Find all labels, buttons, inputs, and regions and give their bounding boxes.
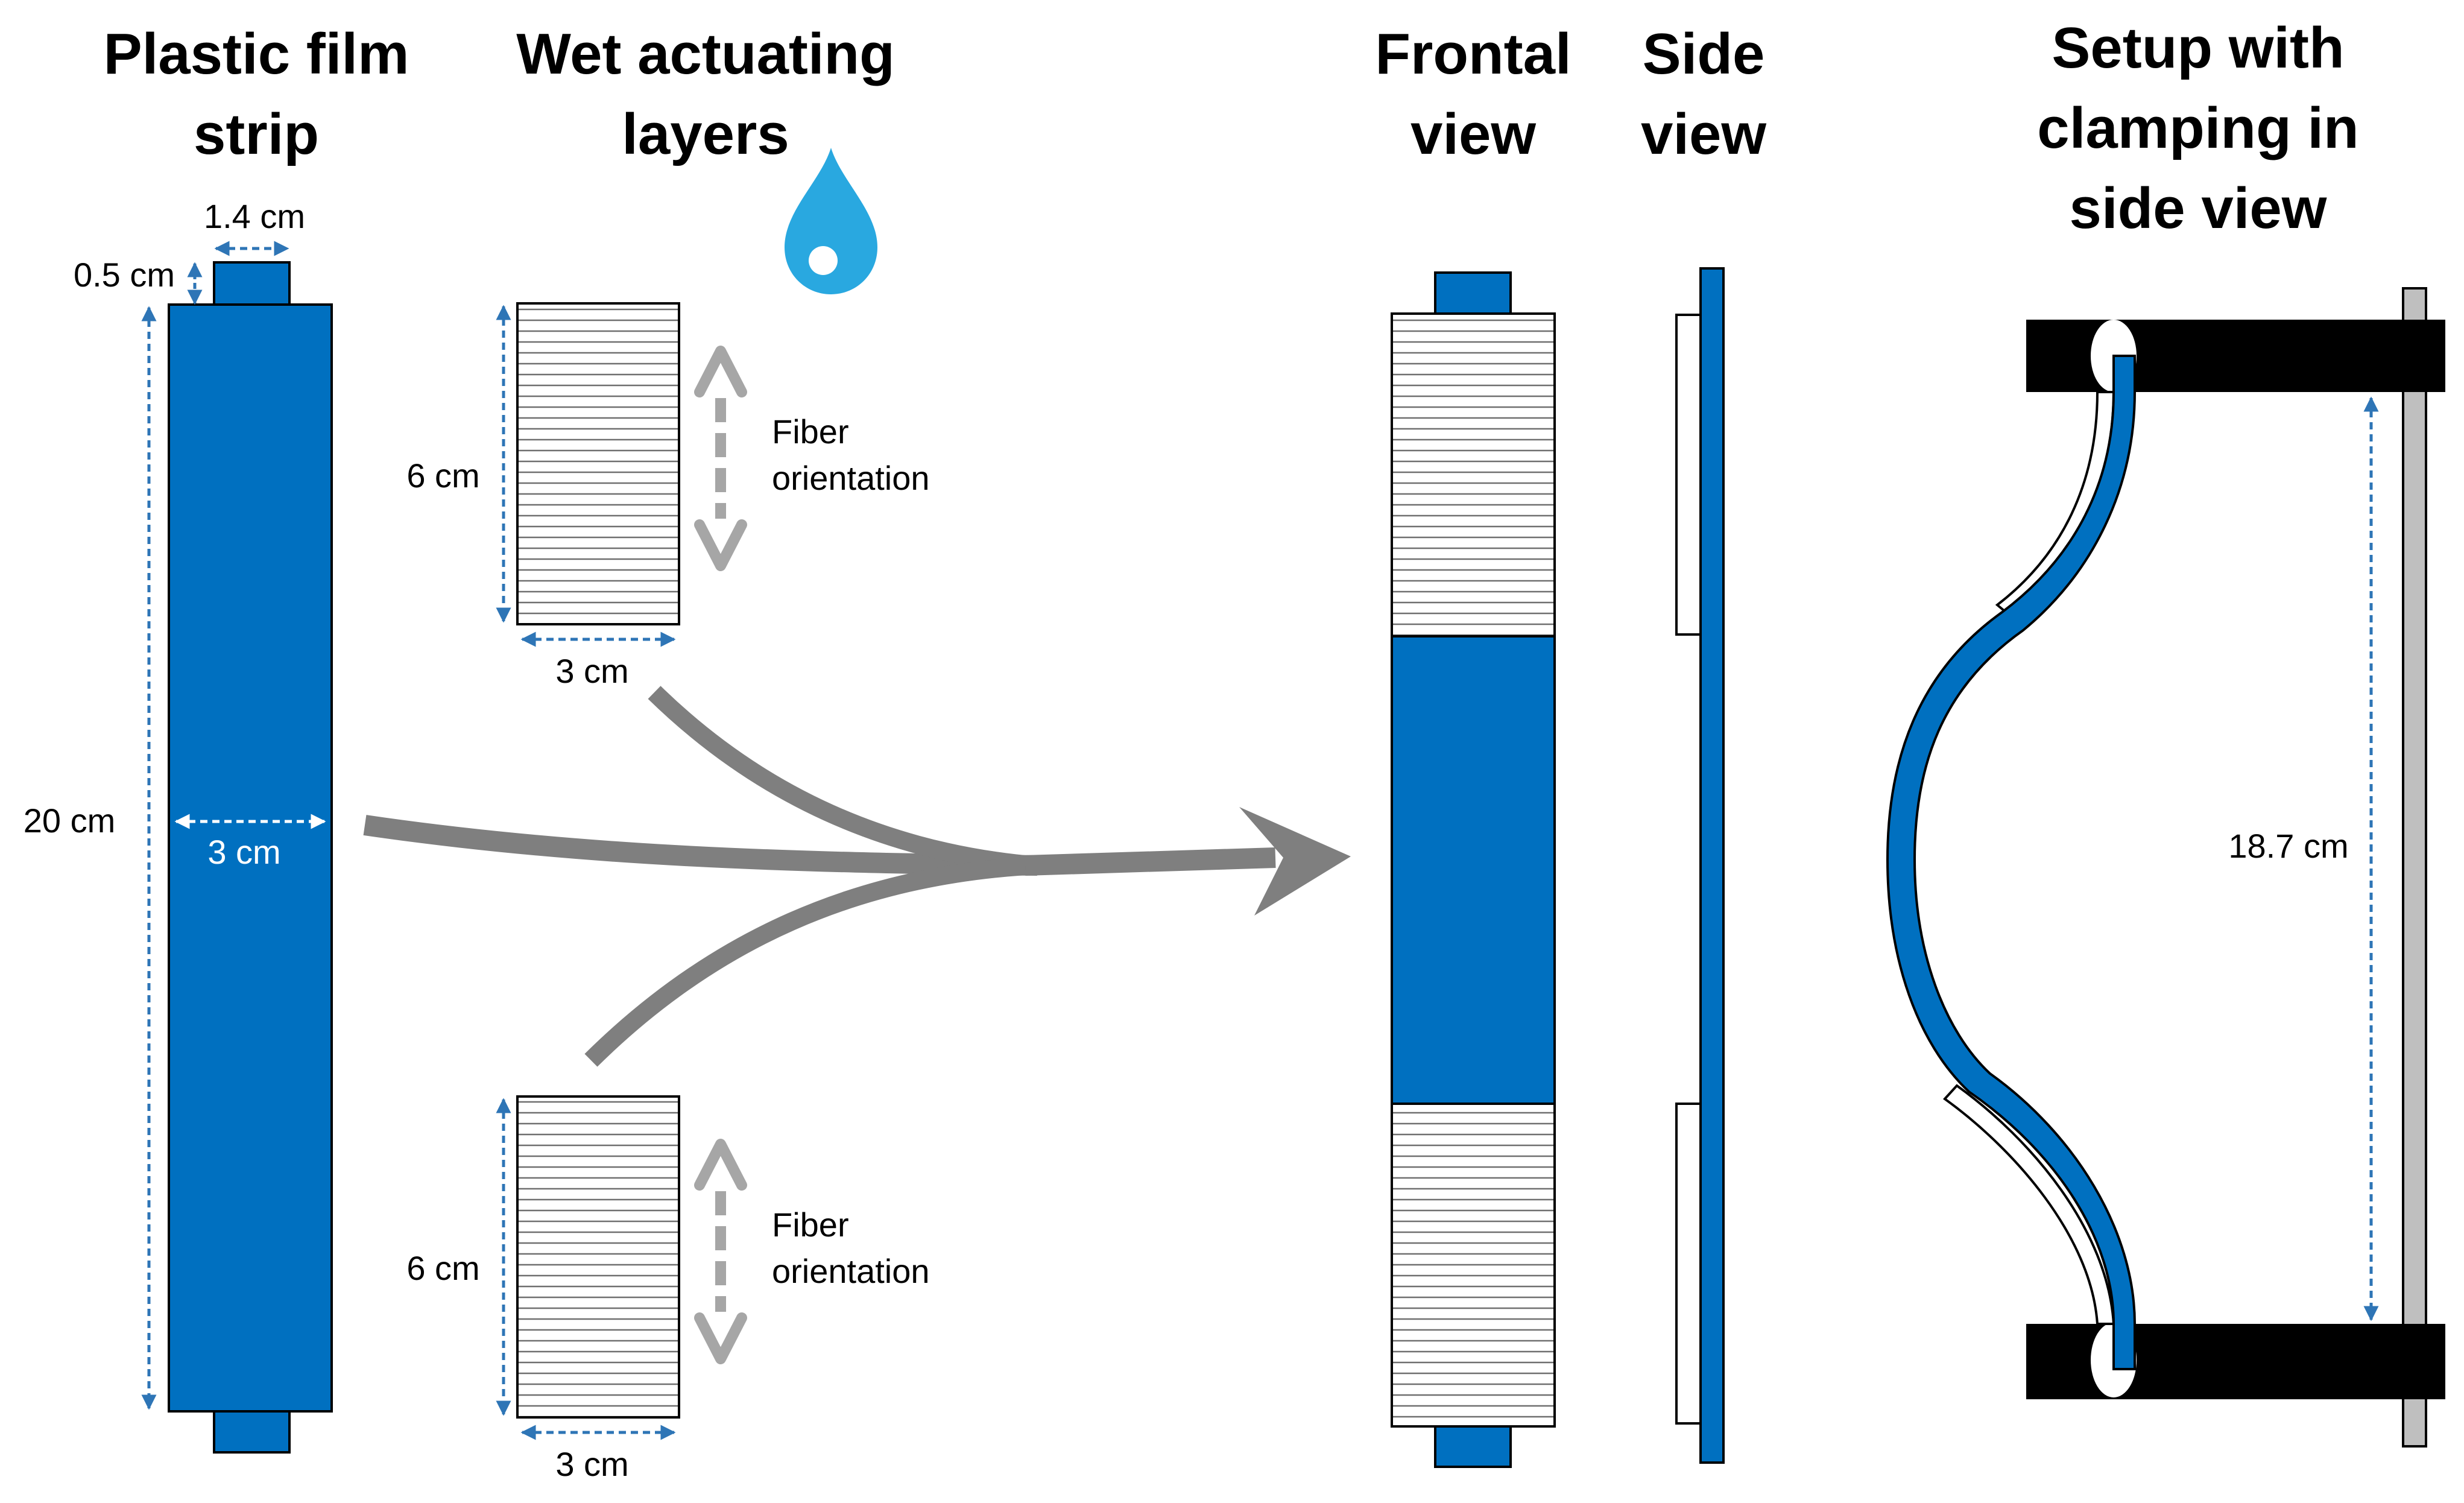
film-strip-body <box>168 303 333 1413</box>
clamping-setup: 18.7 cm <box>1886 287 2445 1448</box>
strip-length-label: 20 cm <box>24 802 116 840</box>
top-clamp <box>2026 320 2445 392</box>
frontal-bottom-tab <box>1434 1423 1512 1468</box>
merge-arrow-head <box>1239 807 1351 916</box>
top-layer-height-label: 6 cm <box>406 457 479 495</box>
bottom-fiber-orientation-label-line1: Fiber <box>772 1206 849 1244</box>
title-setup-line3: side view <box>2070 176 2327 241</box>
top-layer-rect <box>516 302 680 625</box>
merge-arrow <box>363 686 1351 1067</box>
frontal-top-layer <box>1391 312 1556 638</box>
bottom-actuating-layer: 6 cm 3 cm Fiber orientation <box>406 1095 930 1483</box>
bottom-layer-rect <box>516 1095 680 1419</box>
frontal-bottom-layer <box>1391 1103 1556 1428</box>
strip-width-label: 3 cm <box>207 833 280 871</box>
frontal-view <box>1391 271 1556 1468</box>
top-fiber-orientation-arrow <box>694 346 747 571</box>
clamp-distance-label: 18.7 cm <box>2228 827 2348 865</box>
top-fiber-orientation-label-line1: Fiber <box>772 413 849 451</box>
title-wet-actuating-layers-line1: Wet actuating <box>516 22 895 86</box>
merge-arrow-shaft <box>1025 847 1276 876</box>
merge-arrow-left-branch <box>363 815 1038 876</box>
bent-film-strip <box>1886 355 2136 1370</box>
film-bottom-tab <box>213 1409 291 1454</box>
tab-width-label: 1.4 cm <box>204 197 305 235</box>
title-plastic-film-strip-line1: Plastic film <box>104 22 409 86</box>
frontal-top-tab <box>1434 271 1512 316</box>
top-layer-width-label: 3 cm <box>555 652 628 690</box>
side-bottom-layer <box>1675 1103 1702 1425</box>
bottom-clamp <box>2026 1324 2445 1399</box>
bottom-fiber-orientation-arrow <box>694 1139 747 1364</box>
film-top-tab <box>213 261 291 306</box>
merge-arrow-bottom-branch <box>584 856 1038 1067</box>
title-setup-line1: Setup with <box>2052 16 2344 80</box>
side-view <box>1675 267 1725 1464</box>
top-fiber-orientation-label-line2: orientation <box>772 459 930 497</box>
frontal-film-middle <box>1391 635 1556 1105</box>
title-plastic-film-strip-line2: strip <box>194 102 319 166</box>
merge-arrow-top-branch <box>648 686 1038 875</box>
title-frontal-view-line1: Frontal <box>1375 22 1571 86</box>
side-film-strip <box>1699 267 1725 1464</box>
top-actuating-layer: 6 cm 3 cm Fiber orientation <box>406 302 930 690</box>
title-side-view-line1: Side <box>1643 22 1765 86</box>
title-side-view-line2: view <box>1641 102 1766 166</box>
title-wet-actuating-layers-line2: layers <box>622 102 789 166</box>
side-top-layer <box>1675 314 1702 636</box>
setup-rod <box>2402 287 2427 1448</box>
water-drop-icon <box>785 148 877 294</box>
plastic-film-strip: 1.4 cm 0.5 cm 20 cm 3 cm <box>24 197 333 1454</box>
bottom-fiber-orientation-label-line2: orientation <box>772 1252 930 1290</box>
bottom-layer-height-label: 6 cm <box>406 1249 479 1287</box>
title-setup-line2: clamping in <box>2037 96 2358 160</box>
tab-height-label: 0.5 cm <box>74 256 175 294</box>
title-frontal-view-line2: view <box>1410 102 1536 166</box>
bottom-layer-width-label: 3 cm <box>555 1445 628 1483</box>
